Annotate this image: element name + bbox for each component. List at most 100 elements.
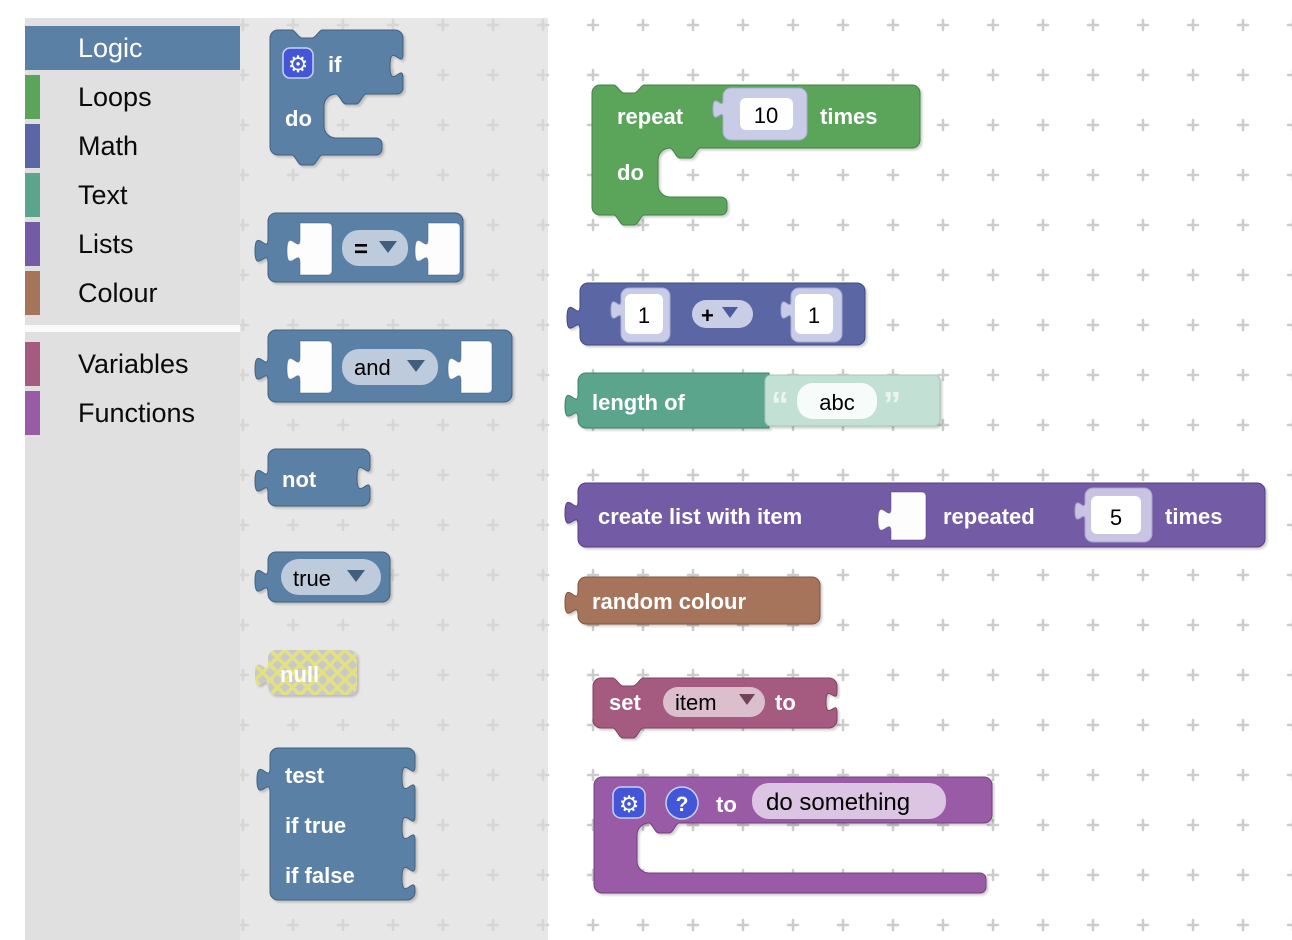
svg-text:⚙: ⚙	[619, 791, 640, 817]
category-functions[interactable]: Functions	[25, 391, 240, 435]
svg-text:abc: abc	[819, 390, 854, 415]
block-logic-ternary[interactable]: test if true if false	[256, 747, 432, 908]
do-label: do	[617, 160, 644, 185]
value-socket[interactable]	[286, 222, 333, 276]
close-quote: ”	[883, 384, 901, 425]
to-label: to	[775, 690, 796, 715]
operator-dropdown[interactable]: +	[692, 300, 753, 328]
repeat-label: repeat	[617, 104, 684, 129]
shadow-number-block[interactable]: 5	[1074, 487, 1153, 543]
category-color-strip	[25, 75, 40, 119]
value-socket[interactable]	[286, 340, 333, 394]
category-loops[interactable]: Loops	[25, 75, 240, 119]
svg-text:=: =	[354, 236, 368, 263]
svg-text:do something: do something	[766, 789, 910, 816]
if-label: if	[328, 52, 342, 77]
dropdown-arrow-icon	[739, 694, 755, 705]
mutator-gear-icon[interactable]: ⚙	[282, 47, 314, 79]
svg-text:and: and	[354, 355, 391, 380]
block-logic-compare[interactable]: =	[254, 212, 470, 288]
number-field[interactable]	[740, 98, 793, 130]
block-controls-if[interactable]: ⚙ if do	[269, 29, 420, 170]
category-label: Colour	[78, 277, 158, 308]
block-text-length[interactable]: length of “ abc ”	[564, 372, 945, 433]
dropdown-arrow-icon	[407, 360, 425, 372]
category-lists[interactable]: Lists	[25, 222, 240, 266]
category-label: Functions	[78, 397, 196, 428]
category-color-strip	[25, 271, 40, 315]
block-procedures-def[interactable]: ⚙ ? to do something	[593, 775, 996, 900]
text-field[interactable]	[797, 383, 877, 419]
set-label: set	[609, 690, 641, 715]
shadow-number-block[interactable]: 1	[610, 287, 671, 343]
block-variables-set[interactable]: set item to	[592, 673, 853, 745]
times-label: times	[1165, 504, 1222, 529]
toolbox: Logic Loops Math Text Lists Colour Varia…	[25, 18, 240, 940]
category-color-strip	[25, 173, 40, 217]
function-name-field[interactable]: do something	[752, 783, 946, 819]
open-quote: “	[771, 384, 789, 425]
test-label: test	[285, 763, 325, 788]
category-math[interactable]: Math	[25, 124, 240, 168]
value-socket[interactable]	[447, 340, 493, 394]
category-separator	[25, 325, 240, 332]
dropdown-arrow-icon	[347, 570, 365, 582]
operator-dropdown[interactable]: =	[342, 230, 408, 266]
block-logic-null[interactable]: null	[255, 650, 370, 700]
category-label: Logic	[78, 32, 143, 63]
operator-dropdown[interactable]: and	[342, 349, 438, 385]
category-colour[interactable]: Colour	[25, 271, 240, 315]
if-true-label: if true	[285, 813, 346, 838]
shadow-text-block[interactable]: “ abc ”	[764, 374, 941, 427]
to-label: to	[716, 792, 737, 817]
svg-text:?: ?	[676, 793, 689, 816]
category-color-strip	[25, 222, 40, 266]
random-colour-label: random colour	[592, 589, 746, 614]
block-lists-repeat[interactable]: create list with item repeated 5 times	[564, 482, 1277, 553]
svg-text:true: true	[293, 566, 331, 591]
category-logic[interactable]: Logic	[25, 26, 240, 70]
dropdown-arrow-icon	[379, 241, 397, 253]
number-field[interactable]	[625, 294, 663, 334]
not-label: not	[282, 467, 317, 492]
null-label: null	[280, 662, 319, 687]
category-color-strip	[25, 342, 40, 386]
category-label: Loops	[78, 81, 152, 112]
block-math-arithmetic[interactable]: 1 + 1	[566, 282, 877, 349]
number-field[interactable]	[795, 294, 833, 334]
block-logic-operation[interactable]: and	[254, 329, 525, 410]
category-label: Variables	[78, 348, 189, 379]
category-color-strip	[25, 124, 40, 168]
length-of-label: length of	[592, 390, 686, 415]
block-controls-repeat[interactable]: repeat 10 times do	[591, 80, 937, 235]
shadow-number-block[interactable]: 1	[780, 287, 843, 343]
svg-text:5: 5	[1110, 505, 1122, 530]
category-label: Text	[78, 179, 128, 210]
category-label: Lists	[78, 228, 134, 259]
mutator-gear-icon[interactable]: ⚙	[612, 786, 646, 819]
number-field[interactable]	[1091, 496, 1141, 534]
do-label: do	[285, 106, 312, 131]
create-list-label: create list with item	[598, 504, 802, 529]
if-false-label: if false	[285, 863, 355, 888]
category-color-strip	[25, 391, 40, 435]
svg-text:+: +	[701, 303, 714, 328]
variable-dropdown[interactable]: item	[663, 687, 765, 717]
value-socket[interactable]	[877, 491, 927, 541]
boolean-dropdown[interactable]: true	[281, 559, 381, 595]
category-text[interactable]: Text	[25, 173, 240, 217]
block-colour-random[interactable]: random colour	[564, 576, 825, 629]
category-color-strip	[25, 26, 40, 70]
times-label: times	[820, 104, 877, 129]
svg-text:1: 1	[638, 303, 650, 328]
block-logic-boolean[interactable]: true	[254, 551, 400, 607]
svg-text:10: 10	[754, 103, 778, 128]
shadow-number-block[interactable]: 10	[712, 87, 808, 141]
category-variables[interactable]: Variables	[25, 342, 240, 386]
block-logic-negate[interactable]: not	[254, 448, 395, 511]
category-label: Math	[78, 130, 139, 161]
help-icon[interactable]: ?	[665, 786, 699, 820]
value-socket[interactable]	[414, 222, 461, 276]
